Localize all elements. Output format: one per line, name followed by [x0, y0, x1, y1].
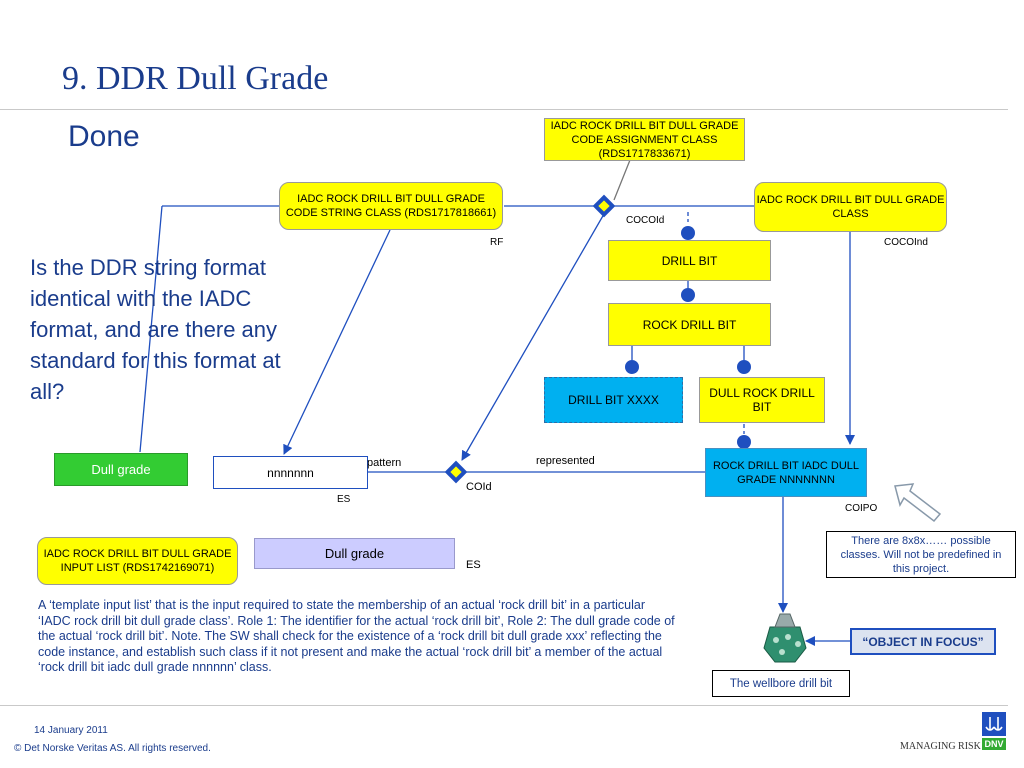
footer-divider — [0, 705, 1008, 706]
label-es-2: ES — [466, 559, 481, 571]
label-rf: RF — [490, 237, 504, 248]
footer-tagline: MANAGING RISK — [900, 741, 981, 752]
node-drill-bit[interactable]: DRILL BIT — [608, 240, 771, 281]
label-cocoind: COCOInd — [884, 237, 928, 248]
hollow-arrow-icon — [894, 483, 942, 523]
node-code-string-class[interactable]: IADC ROCK DRILL BIT DULL GRADE CODE STRI… — [279, 182, 503, 230]
drill-bit-image — [763, 613, 807, 663]
node-dull-rock-drill-bit[interactable]: DULL ROCK DRILL BIT — [699, 377, 825, 423]
node-rock-drill-bit[interactable]: ROCK DRILL BIT — [608, 303, 771, 346]
note-possible-classes: There are 8x8x…… possible classes. Will … — [826, 531, 1016, 578]
dnv-logo-text: DNV — [982, 738, 1006, 750]
footer-date: 14 January 2011 — [34, 725, 108, 736]
node-iadc-dull-grade-nnnnnnn[interactable]: ROCK DRILL BIT IADC DULL GRADE NNNNNNN — [705, 448, 867, 497]
diamond-bottom — [444, 460, 468, 484]
connector-dull-grade-vertical — [139, 205, 163, 453]
node-dull-grade-lavender[interactable]: Dull grade — [254, 538, 455, 569]
node-dull-grade-green[interactable]: Dull grade — [54, 453, 188, 486]
label-pattern: pattern — [367, 457, 402, 469]
badge-object-in-focus: “OBJECT IN FOCUS” — [850, 628, 996, 655]
dnv-logo-icon — [982, 712, 1006, 736]
connector-diamond-diagonal — [461, 213, 605, 461]
label-cocoid: COCOId — [626, 215, 665, 226]
slide-title: 9. DDR Dull Grade — [62, 60, 329, 97]
question-text: Is the DDR string format identical with … — [30, 255, 281, 404]
description-text: A ‘template input list’ that is the inpu… — [38, 598, 675, 674]
diamond-top — [592, 194, 616, 218]
label-coipo: COIPO — [845, 503, 878, 514]
node-nnnnnnn[interactable]: nnnnnnn — [213, 456, 368, 489]
status-done: Done — [68, 120, 140, 153]
label-wellbore-drill-bit: The wellbore drill bit — [712, 670, 850, 697]
node-drill-bit-xxxx[interactable]: DRILL BIT XXXX — [544, 377, 683, 423]
connector-string-to-nnnnnnn — [283, 229, 391, 455]
node-input-list[interactable]: IADC ROCK DRILL BIT DULL GRADE INPUT LIS… — [37, 537, 238, 585]
label-represented: represented — [536, 455, 595, 467]
title-divider — [0, 109, 1008, 110]
node-assignment-class[interactable]: IADC ROCK DRILL BIT DULL GRADE CODE ASSI… — [544, 118, 745, 161]
footer-copyright: © Det Norske Veritas AS. All rights rese… — [14, 743, 211, 754]
node-dull-grade-class[interactable]: IADC ROCK DRILL BIT DULL GRADE CLASS — [754, 182, 947, 232]
label-es-1: ES — [337, 494, 351, 505]
label-coid: COId — [466, 481, 492, 493]
